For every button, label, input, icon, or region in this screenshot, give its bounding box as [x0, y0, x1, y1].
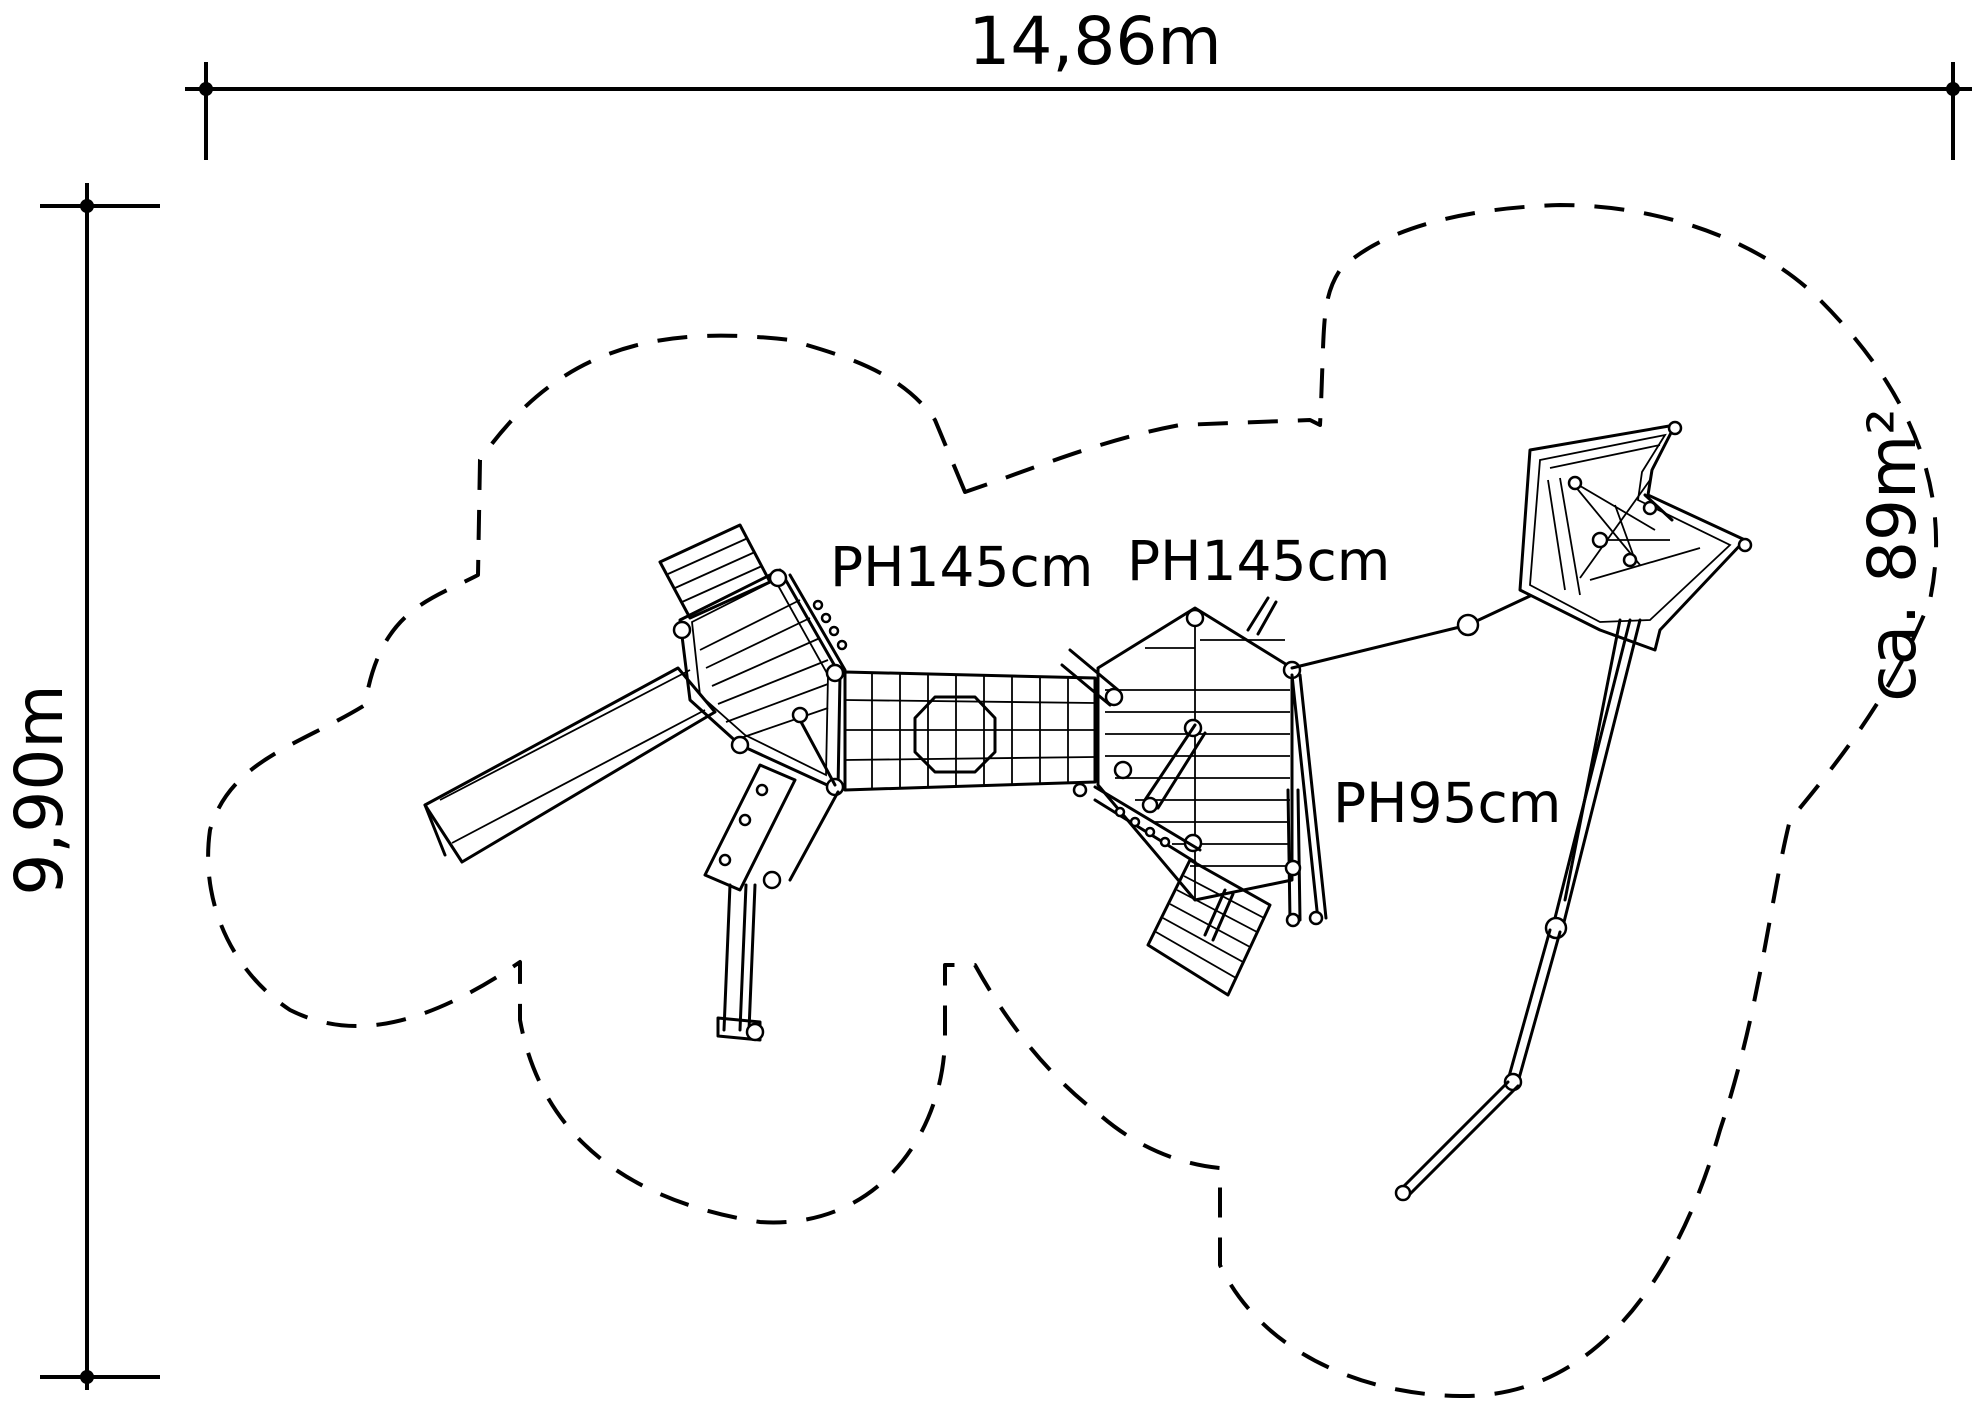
height-label: 9,90m [1, 684, 78, 895]
rope-course [1290, 420, 1753, 1202]
slide [423, 666, 717, 864]
safety-area-outline [206, 203, 1939, 1399]
middle-tower [1060, 596, 1302, 902]
area-label: ca. 89m² [1854, 408, 1931, 701]
net-bridge [843, 670, 1097, 792]
ramp-height-label: PH95cm [1333, 771, 1561, 835]
height-dimension: 9,90m [1, 183, 160, 1390]
middle-tower-height-label: PH145cm [1127, 529, 1390, 593]
width-label: 14,86m [968, 3, 1221, 80]
ramp [1146, 673, 1328, 997]
climbing-wall [703, 706, 840, 1042]
width-dimension: 14,86m [185, 3, 1972, 160]
left-tower [658, 523, 848, 797]
left-tower-height-label: PH145cm [830, 535, 1093, 599]
